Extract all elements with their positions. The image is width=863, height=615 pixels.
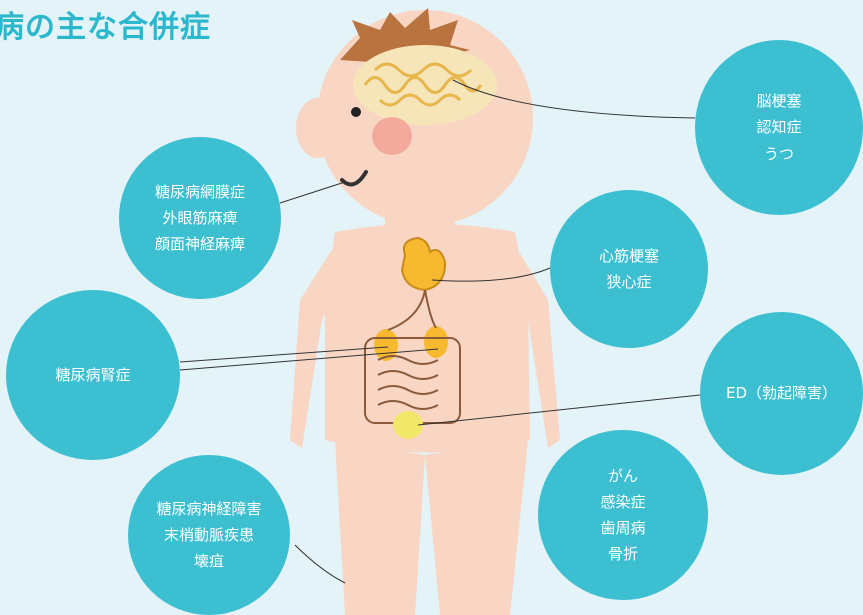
heart-line-2: 狭心症	[599, 269, 659, 295]
complication-bubble-heart: 心筋梗塞 狭心症	[550, 190, 708, 348]
complication-bubble-kidney: 糖尿病腎症	[6, 290, 180, 460]
nerve-line-1: 糖尿病神経障害	[156, 496, 261, 522]
complication-text-heart: 心筋梗塞 狭心症	[599, 243, 659, 296]
complication-bubble-ed: ED（勃起障害）	[700, 312, 863, 475]
complication-text-ed: ED（勃起障害）	[726, 380, 837, 406]
complication-bubble-eyes: 糖尿病網膜症 外眼筋麻痺 顔面神経麻痺	[119, 137, 281, 299]
eyes-line-1: 糖尿病網膜症	[155, 179, 245, 205]
nerve-line-3: 壊疽	[156, 548, 261, 574]
kidney-line-1: 糖尿病腎症	[55, 362, 130, 388]
heart-line-1: 心筋梗塞	[599, 243, 659, 269]
kidney-right	[424, 326, 448, 358]
complication-bubble-brain: 脳梗塞 認知症 うつ	[695, 40, 863, 215]
complication-bubble-nerve: 糖尿病神経障害 末梢動脈疾患 壊疽	[128, 455, 290, 615]
nerve-connector	[295, 545, 345, 583]
complication-text-eyes: 糖尿病網膜症 外眼筋麻痺 顔面神経麻痺	[155, 179, 245, 258]
general-line-4: 骨折	[600, 541, 645, 567]
complication-text-nerve: 糖尿病神経障害 末梢動脈疾患 壊疽	[156, 496, 261, 575]
eye	[351, 107, 361, 117]
brain-line-2: 認知症	[756, 114, 801, 140]
brain-line-1: 脳梗塞	[756, 88, 801, 114]
general-line-3: 歯周病	[600, 515, 645, 541]
complication-text-brain: 脳梗塞 認知症 うつ	[756, 88, 801, 167]
eyes-connector	[280, 182, 345, 203]
general-line-2: 感染症	[600, 489, 645, 515]
eyes-line-2: 外眼筋麻痺	[155, 205, 245, 231]
complication-bubble-general: がん 感染症 歯周病 骨折	[538, 430, 708, 600]
ed-line-1: ED（勃起障害）	[726, 380, 837, 406]
nerve-line-2: 末梢動脈疾患	[156, 522, 261, 548]
brain-illustration	[353, 45, 497, 125]
brain-line-3: うつ	[756, 141, 801, 167]
complication-text-kidney: 糖尿病腎症	[55, 362, 130, 388]
general-line-1: がん	[600, 463, 645, 489]
complication-text-general: がん 感染症 歯周病 骨折	[600, 463, 645, 568]
eyes-line-3: 顔面神経麻痺	[155, 231, 245, 257]
cheek	[372, 117, 412, 155]
